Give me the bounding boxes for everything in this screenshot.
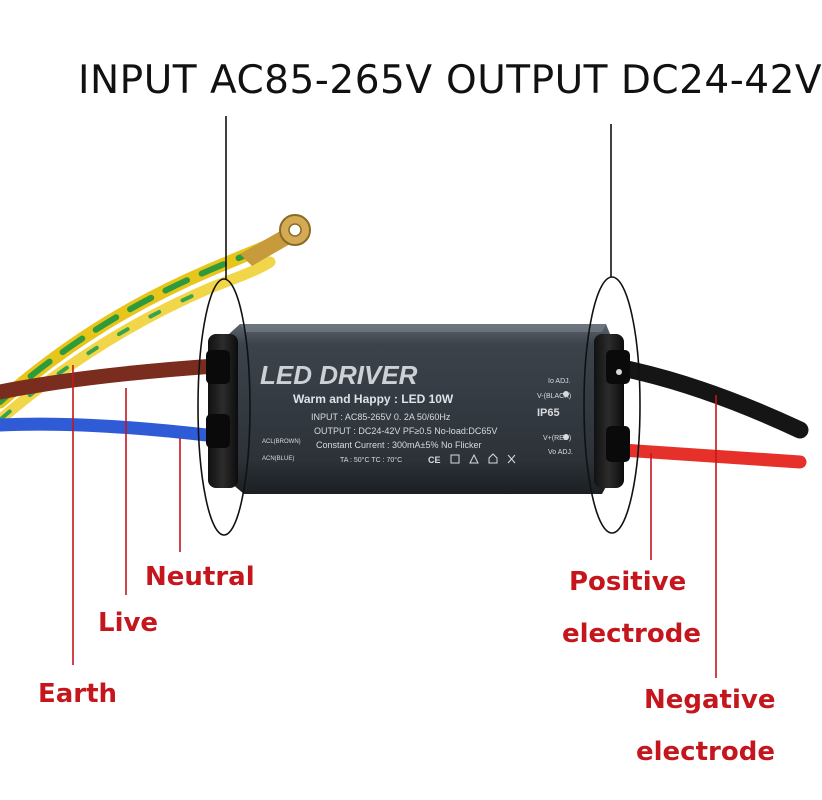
spec-input: INPUT : AC85-265V 0. 2A 50/60Hz bbox=[311, 412, 451, 422]
acn-label: ACN(BLUE) bbox=[262, 456, 294, 462]
negative-wire bbox=[613, 359, 809, 439]
driver-illustration: LED DRIVER Warm and Happy : LED 10W INPU… bbox=[0, 116, 809, 678]
ring-terminal bbox=[240, 214, 311, 266]
spec-temp: TA : 50°C TC : 70°C bbox=[340, 456, 402, 464]
positive-wire bbox=[615, 443, 807, 469]
acl-label: ACL(BROWN) bbox=[262, 439, 301, 445]
negative-electrode-line2: electrode bbox=[636, 737, 775, 767]
negative-electrode-label: Negative electrode bbox=[636, 674, 775, 778]
v-minus-label: V-(BLACK) bbox=[537, 393, 571, 400]
io-adj-label: Io ADJ. bbox=[548, 378, 571, 385]
live-wire bbox=[0, 358, 223, 400]
driver-subtitle: Warm and Happy : LED 10W bbox=[293, 392, 454, 406]
positive-electrode-line1: Positive bbox=[569, 567, 687, 597]
svg-text:CE: CE bbox=[428, 455, 441, 465]
driver-housing bbox=[206, 324, 630, 494]
spec-current: Constant Current : 300mA±5% No Flicker bbox=[316, 440, 482, 450]
positive-electrode-line2: electrode bbox=[562, 619, 701, 649]
product-diagram: INPUT AC85-265V OUTPUT DC24-42V bbox=[0, 58, 822, 778]
spec-output: OUTPUT : DC24-42V PF≥0.5 No-load:DC65V bbox=[314, 426, 497, 436]
ip-rating-label: IP65 bbox=[537, 407, 560, 419]
driver-title: LED DRIVER bbox=[260, 360, 418, 390]
v-plus-label: V+(RED) bbox=[543, 435, 571, 442]
earth-label: Earth bbox=[38, 679, 118, 709]
neutral-wire bbox=[0, 417, 222, 443]
input-rating-heading: INPUT AC85-265V bbox=[78, 58, 433, 103]
annotation-pointers bbox=[72, 365, 717, 678]
positive-electrode-label: Positive electrode bbox=[562, 556, 701, 660]
output-rating-heading: OUTPUT DC24-42V bbox=[446, 58, 822, 103]
live-label: Live bbox=[98, 608, 159, 638]
output-highlight-ellipse bbox=[583, 276, 641, 534]
negative-electrode-line1: Negative bbox=[644, 685, 776, 715]
input-highlight-ellipse bbox=[197, 278, 251, 536]
vo-adj-label: Vo ADJ. bbox=[548, 449, 573, 456]
neutral-label: Neutral bbox=[145, 562, 255, 592]
certification-marks: CE bbox=[428, 453, 516, 465]
